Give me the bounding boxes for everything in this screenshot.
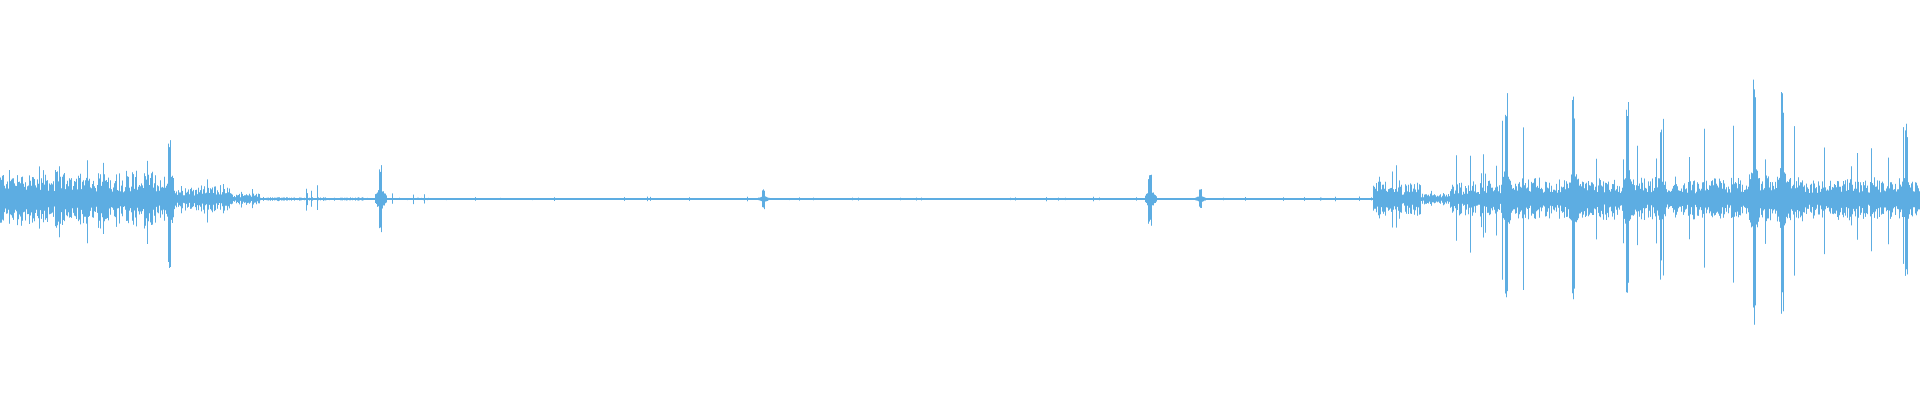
waveform-bars	[0, 79, 1920, 325]
waveform-path	[0, 79, 1920, 325]
